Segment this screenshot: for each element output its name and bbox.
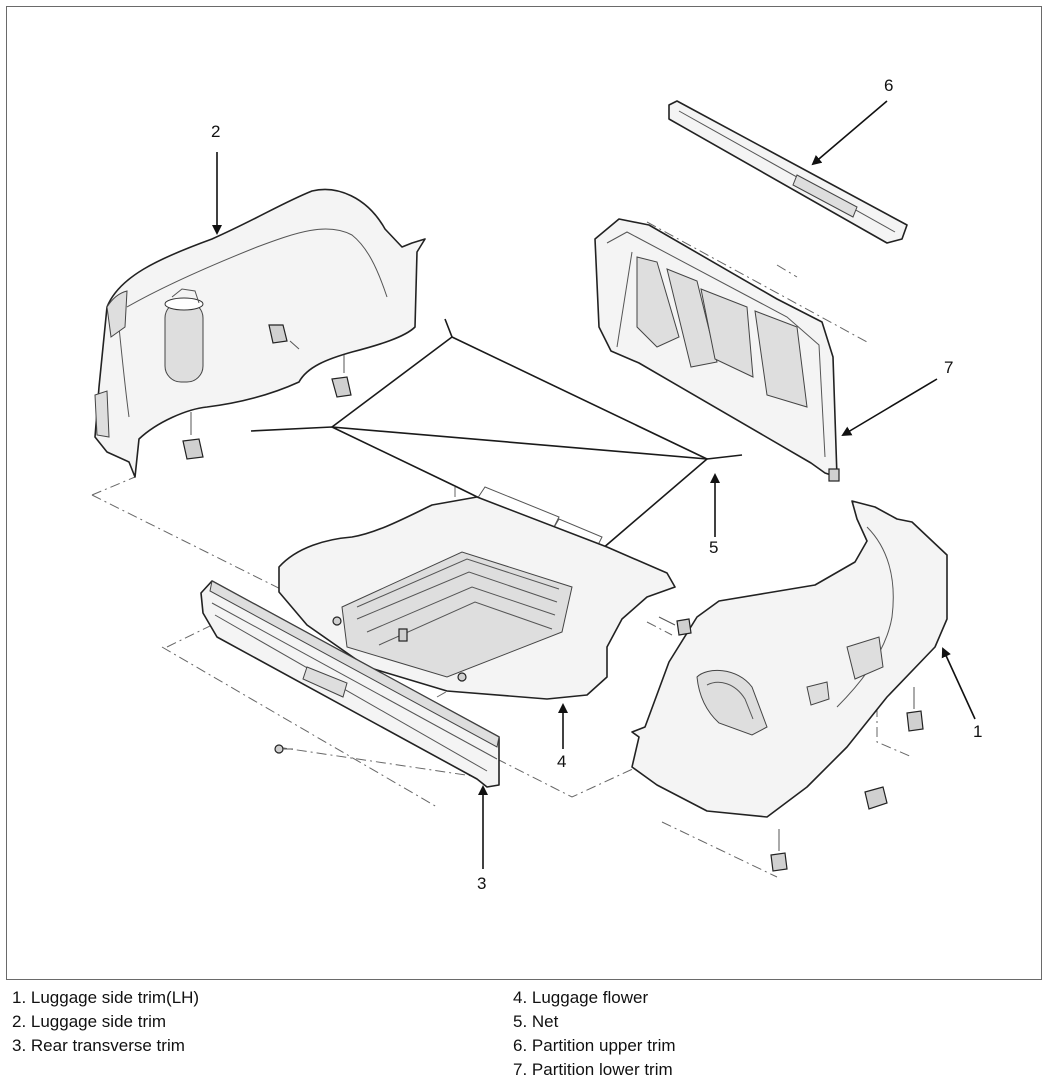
legend-item-4: 4. Luggage flower <box>513 988 649 1007</box>
legend-column-right: 4. Luggage flower 5. Net 6. Partition up… <box>513 986 676 1082</box>
luggage-flower <box>278 496 676 700</box>
exploded-diagram-frame: 1 2 3 4 5 6 7 <box>6 6 1042 980</box>
callout-numbers: 1 2 3 4 5 6 7 <box>211 76 982 893</box>
partition-upper-trim <box>668 100 908 244</box>
callout-number-5: 5 <box>709 538 718 557</box>
partition-lower-trim <box>594 218 840 482</box>
callout-leaders <box>212 100 976 869</box>
legend-item-5: 5. Net <box>513 1012 559 1031</box>
legend-item-3: 3. Rear transverse trim <box>12 1036 185 1055</box>
callout-number-7: 7 <box>944 358 953 377</box>
callout-number-6: 6 <box>884 76 893 95</box>
callout-number-3: 3 <box>477 874 486 893</box>
luggage-side-trim-lh <box>631 500 948 872</box>
exploded-diagram: 1 2 3 4 5 6 7 <box>91 76 982 893</box>
legend-item-2: 2. Luggage side trim <box>12 1012 167 1031</box>
callout-number-1: 1 <box>973 722 982 741</box>
legend-item-7: 7. Partition lower trim <box>513 1060 673 1079</box>
legend-item-1: 1. Luggage side trim(LH) <box>12 988 200 1007</box>
callout-number-4: 4 <box>557 752 566 771</box>
legend-item-6: 6. Partition upper trim <box>513 1036 676 1055</box>
legend-column-left: 1. Luggage side trim(LH) 2. Luggage side… <box>12 986 199 1058</box>
parts-legend: 1. Luggage side trim(LH) 2. Luggage side… <box>0 986 1050 1084</box>
luggage-side-trim-left <box>94 188 426 478</box>
callout-number-2: 2 <box>211 122 220 141</box>
